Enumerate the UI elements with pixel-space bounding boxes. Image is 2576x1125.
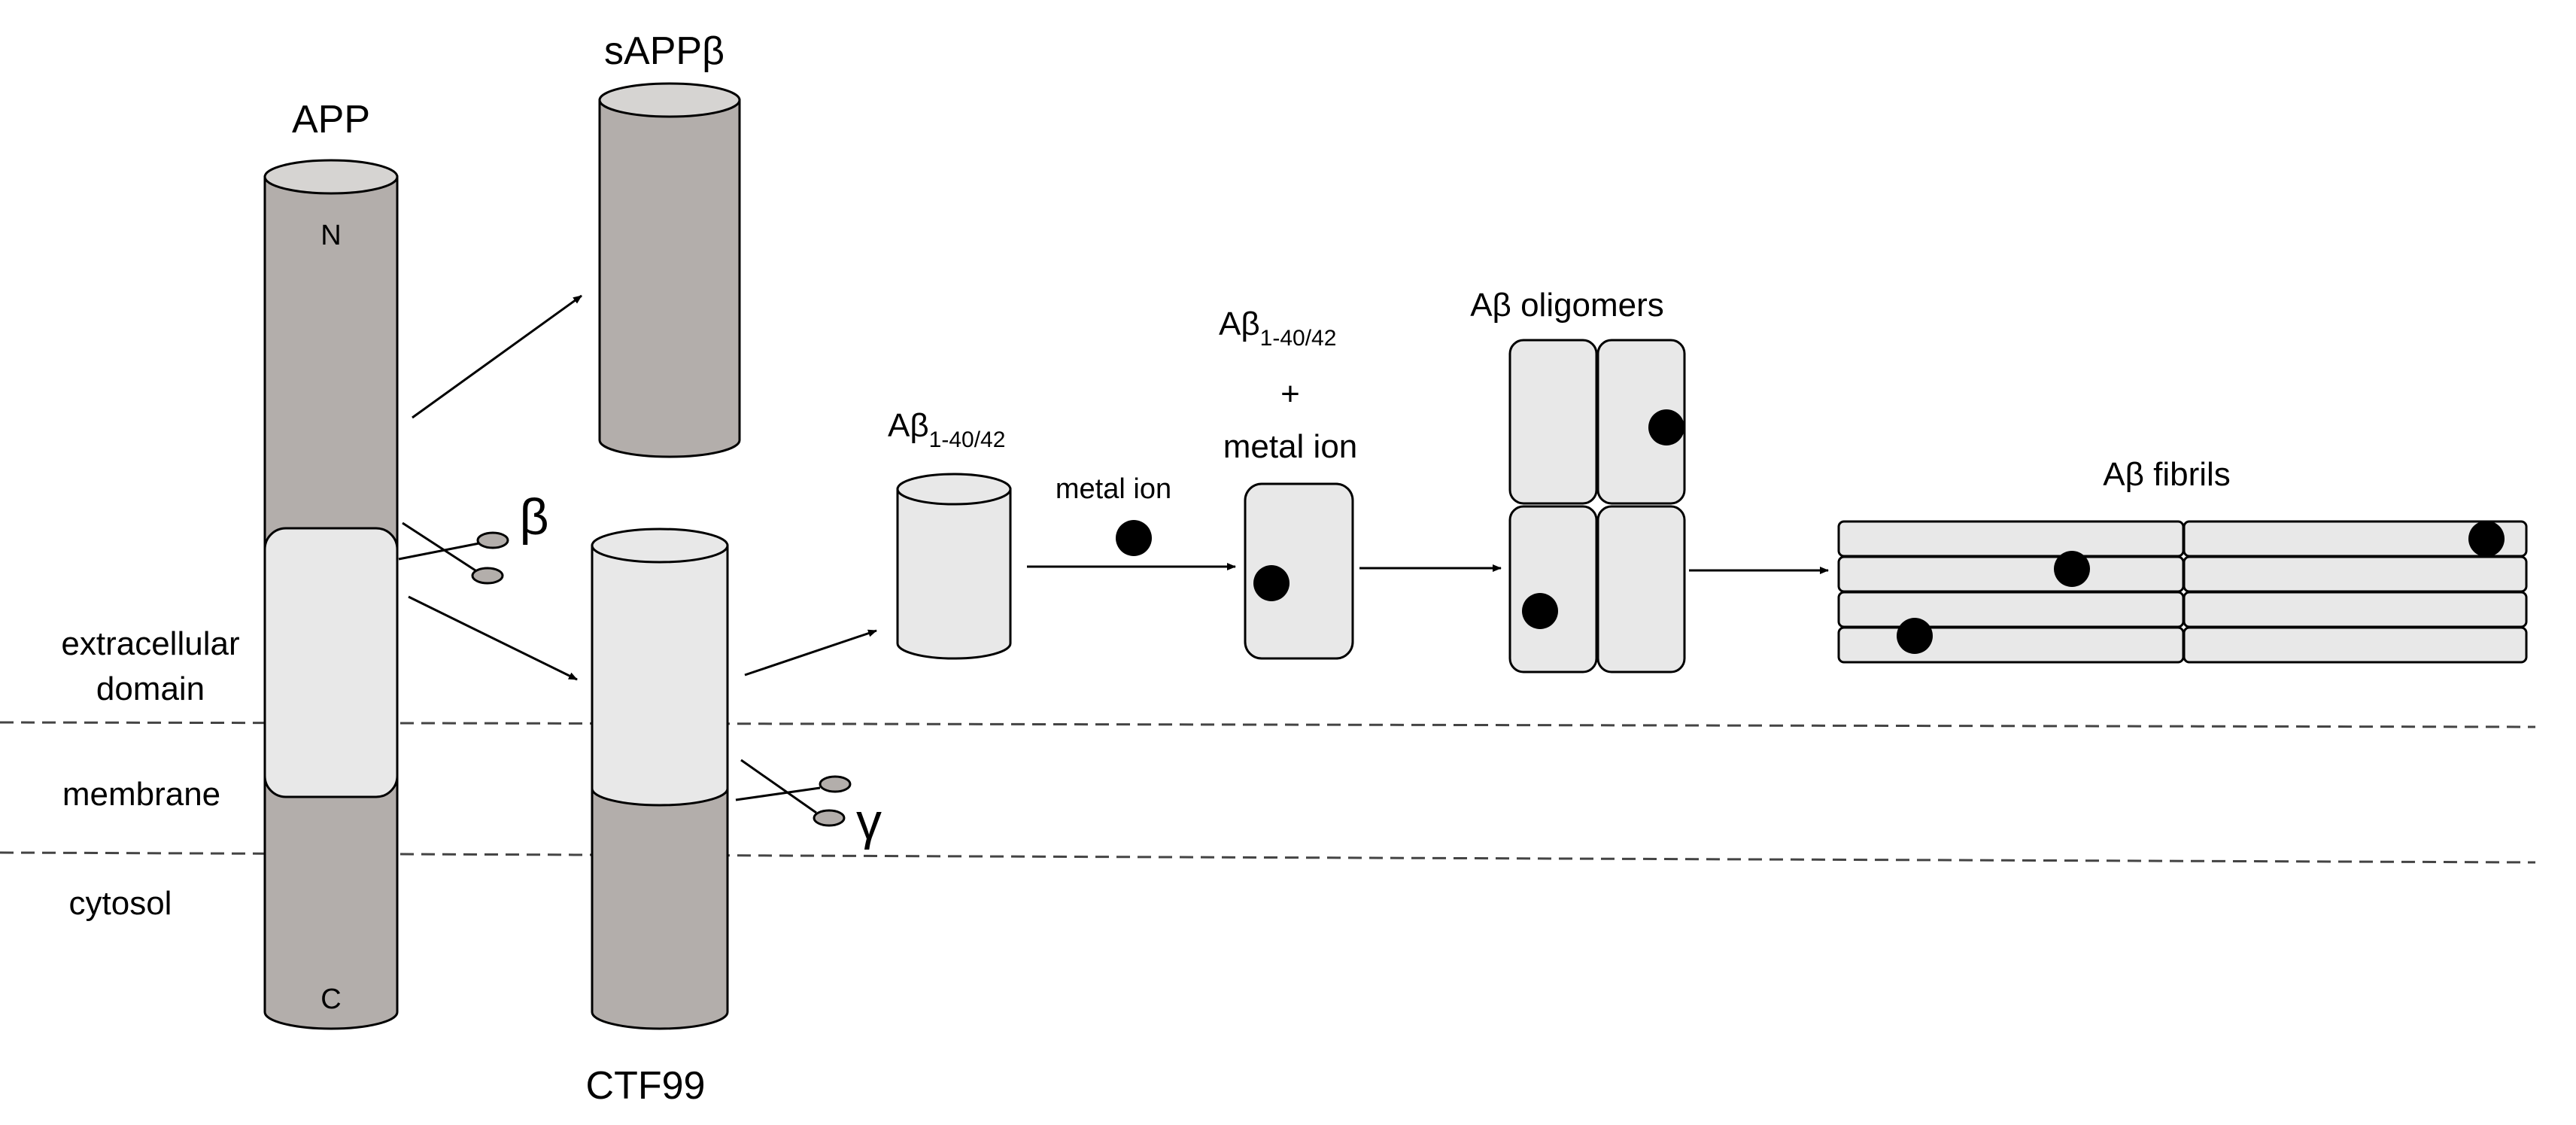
beta-secretase: [398, 521, 509, 585]
app-n-terminus: N: [320, 220, 341, 251]
metal-ion-dot-free: [1116, 520, 1152, 556]
complex-metal-ion-label: metal ion: [1223, 428, 1358, 465]
metal-ion-dot-fibril-1: [2468, 521, 2505, 557]
metal-ion-dot-complex: [1253, 565, 1290, 601]
abeta-fibrils: [1837, 520, 2528, 664]
beta-symbol: β: [519, 488, 548, 546]
metal-ion-dot-fibril-2: [2054, 551, 2090, 587]
gamma-symbol: γ: [856, 793, 882, 850]
abeta-monomer-cylinder: [896, 473, 1012, 660]
app-abeta-region: [263, 527, 399, 798]
abeta-monomer-subscript: 1-40/42: [929, 427, 1006, 452]
abeta-oligomers: [1508, 339, 1686, 673]
complex-plus: +: [1280, 376, 1300, 412]
oligomer-block-top-right: [1596, 339, 1686, 505]
complex-abeta-main: Aβ: [1219, 306, 1260, 342]
fibril-strand-3a: [1837, 591, 2185, 628]
ctf99-cylinder: [591, 528, 729, 1030]
fibril-strand-2a: [1837, 555, 2185, 593]
abeta-monomer-main: Aβ: [888, 407, 929, 444]
extracellular-label-line1: extracellular: [61, 625, 239, 662]
metal-ion-dot-fibril-3: [1897, 618, 1933, 654]
complex-abeta-subscript: 1-40/42: [1260, 326, 1337, 351]
app-title: APP: [292, 98, 370, 141]
oligomers-title: Aβ oligomers: [1470, 287, 1664, 324]
fibril-strand-4b: [2183, 626, 2528, 664]
abeta-monomer-label: Aβ1-40/42: [888, 407, 1005, 452]
metal-ion-arrow-label: metal ion: [1056, 473, 1171, 505]
metal-ion-dot-oligomer-2: [1522, 593, 1558, 629]
abeta-metal-complex: [1244, 482, 1354, 660]
fibril-strand-3b: [2183, 591, 2528, 628]
app-cylinder: [263, 159, 399, 1030]
oligomer-block-bottom-left: [1508, 505, 1598, 673]
membrane-upper-boundary: [0, 721, 2536, 728]
oligomer-block-bottom-right: [1596, 505, 1686, 673]
membrane-lower-boundary: [0, 851, 2536, 864]
membrane-label: membrane: [62, 776, 220, 813]
ctf99-title: CTF99: [586, 1064, 706, 1108]
sapp-beta-cylinder: [598, 82, 741, 458]
fibril-strand-2b: [2183, 555, 2528, 593]
fibrils-title: Aβ fibrils: [2103, 456, 2231, 493]
fibril-strand-1a: [1837, 520, 2185, 558]
extracellular-label-line2: domain: [96, 670, 205, 707]
app-c-terminus: C: [320, 984, 341, 1015]
arrow-app-to-sapp-beta: [412, 294, 582, 419]
complex-abeta-label: Aβ1-40/42: [1219, 306, 1336, 351]
oligomer-block-top-left: [1508, 339, 1598, 505]
metal-ion-dot-oligomer-1: [1648, 409, 1684, 445]
arrow-app-to-ctf99: [408, 595, 578, 681]
arrow-ctf99-to-abeta: [744, 629, 877, 677]
gamma-secretase: [735, 759, 852, 827]
fibril-strand-4a: [1837, 626, 2185, 664]
sapp-beta-title: sAPPβ: [604, 29, 724, 73]
cytosol-label: cytosol: [69, 885, 172, 922]
